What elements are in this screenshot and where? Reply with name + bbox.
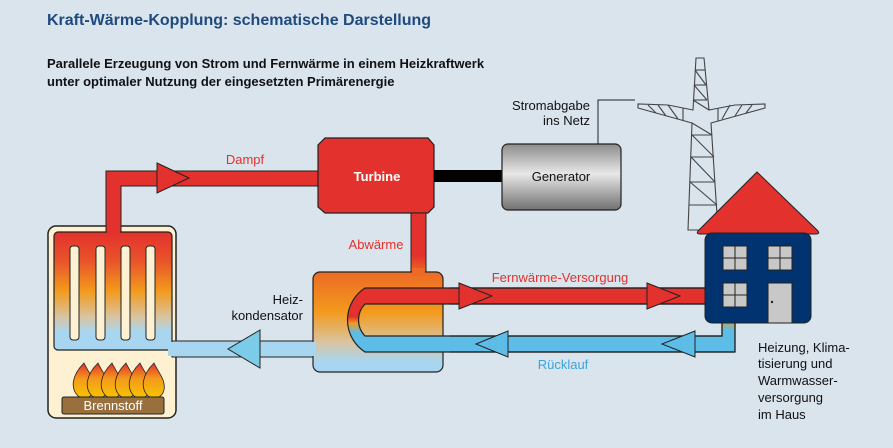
- flow-arrow-icon: [227, 329, 261, 369]
- return-label: Rücklauf: [538, 357, 589, 372]
- waste-heat-pipe: [410, 212, 427, 274]
- flow-arrow-icon: [660, 330, 696, 358]
- steam-pipe: Dampf: [105, 152, 321, 234]
- turbine: Turbine: [317, 137, 435, 214]
- flow-arrow-icon: [458, 282, 494, 310]
- power-output-label-1: Stromabgabe: [512, 98, 590, 113]
- house-caption-line: im Haus: [758, 407, 806, 422]
- fuel-label: Brennstoff: [83, 398, 142, 413]
- house-caption-line: tisierung und: [758, 356, 832, 371]
- house-caption-line: versorgung: [758, 390, 823, 405]
- flow-arrow-icon: [646, 282, 682, 310]
- page-subtitle: Parallele Erzeugung von Strom und Fernwä…: [47, 55, 484, 91]
- page-title: Kraft-Wärme-Kopplung: schematische Darst…: [47, 12, 432, 29]
- condenser-label-2: kondensator: [231, 308, 303, 323]
- district-heating-loop: [346, 282, 736, 358]
- district-heat-supply-label: Fernwärme-Versorgung: [492, 270, 629, 285]
- waste-heat-label: Abwärme: [349, 237, 404, 252]
- house-icon: [696, 171, 820, 324]
- generator: Generator: [501, 143, 622, 211]
- generator-label: Generator: [532, 169, 591, 184]
- turbine-label: Turbine: [354, 169, 401, 184]
- return-pipe-to-boiler: [168, 329, 317, 369]
- house-caption-line: Warmwasser-: [758, 373, 838, 388]
- heat-condenser: [300, 268, 444, 373]
- flow-arrow-icon: [474, 330, 509, 358]
- subtitle-line-2: unter optimaler Nutzung der eingesetzten…: [47, 74, 395, 89]
- house-caption: Heizung, Klima- tisierung und Warmwasser…: [758, 340, 850, 422]
- subtitle-line-1: Parallele Erzeugung von Strom und Fernwä…: [47, 56, 485, 71]
- fuel-bed: [61, 396, 165, 415]
- house-caption-line: Heizung, Klima-: [758, 340, 850, 355]
- flame-icons: [72, 362, 165, 399]
- flow-arrow-icon: [156, 162, 191, 194]
- boiler-tubes: [69, 245, 156, 341]
- power-line: [597, 99, 635, 144]
- power-output-label-2: ins Netz: [543, 113, 590, 128]
- condenser-label-1: Heiz-: [273, 292, 303, 307]
- shaft: [434, 170, 502, 182]
- steam-label: Dampf: [226, 152, 265, 167]
- boiler: Brennstoff: [47, 225, 177, 419]
